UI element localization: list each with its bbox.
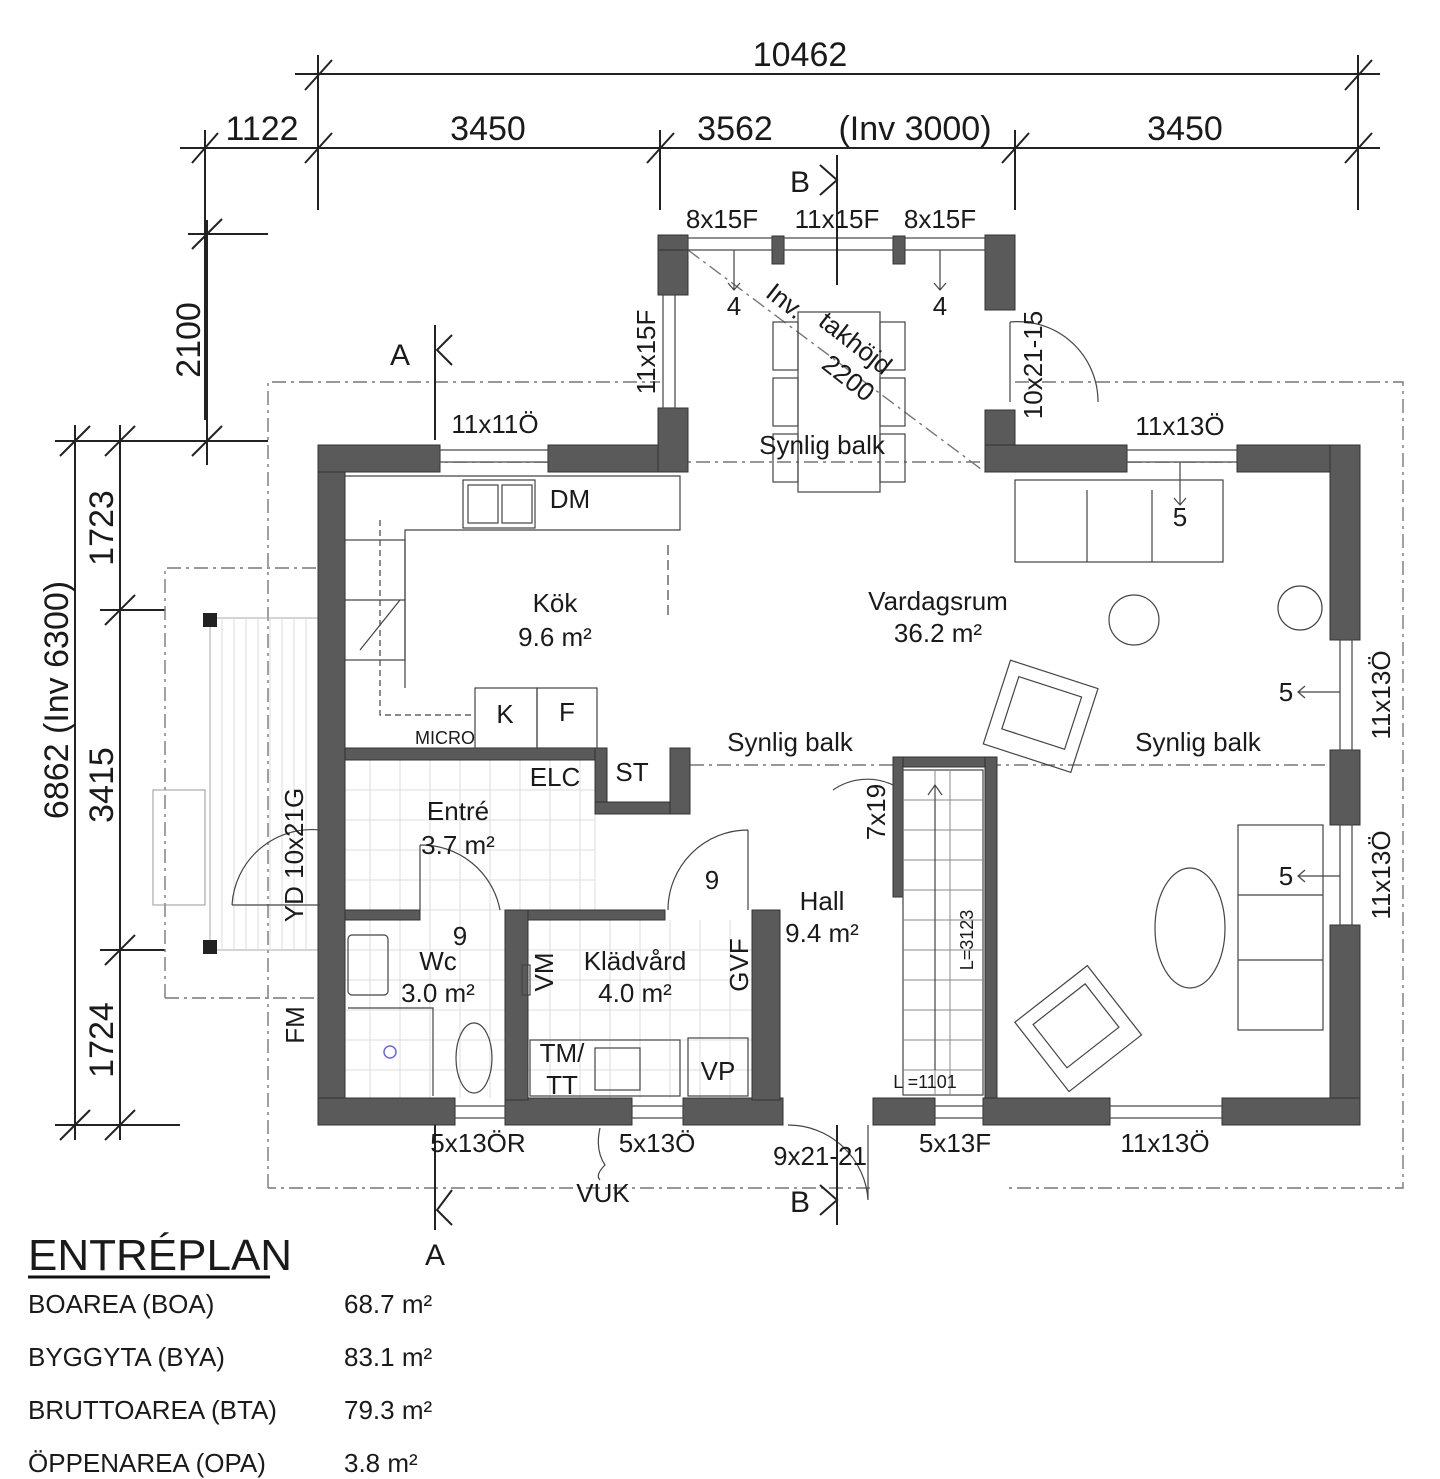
ceiling-note-1: Inv. [761, 277, 811, 325]
room-entry-name: Entré [427, 796, 489, 826]
summary-label-bya: BYGGYTA (BYA) [28, 1342, 225, 1372]
room-kitchen-area: 9.6 m² [518, 622, 592, 652]
room-wc-name: Wc [419, 946, 457, 976]
door-front: 9x21-21 [773, 1141, 867, 1171]
washer-label: VM [529, 953, 559, 992]
window-bay-left: 8x15F [686, 204, 758, 234]
gvf-label: GVF [724, 938, 754, 991]
dim-top-2: 3450 [450, 110, 526, 148]
entry-deck [152, 613, 319, 954]
summary-value-boa: 68.7 m² [344, 1289, 432, 1319]
section-markers [434, 155, 839, 1230]
section-a-bottom: A [425, 1239, 445, 1272]
beam-label-bay: Synlig balk [759, 430, 886, 460]
room-entry-area: 3.7 m² [421, 830, 495, 860]
window-bay-right: 8x15F [904, 204, 976, 234]
vuk-leader [597, 1127, 606, 1181]
window-marker-4-right: 4 [933, 291, 947, 321]
door-laundry: 9 [705, 865, 719, 895]
door-wc: 9 [453, 921, 467, 951]
window-living-top: 11x13Ö [1135, 411, 1224, 441]
beam-label-living: Synlig balk [1135, 727, 1262, 757]
summary-value-opa: 3.8 m² [344, 1448, 418, 1478]
room-living-area: 36.2 m² [894, 618, 982, 648]
summary-label-boa: BOAREA (BOA) [28, 1289, 214, 1319]
dim-left-3: 1724 [83, 1002, 121, 1078]
window-living-right-upper: 11x13Ö [1366, 650, 1396, 739]
window-marker-arrows [727, 250, 1340, 883]
summary-label-opa: ÖPPENAREA (OPA) [28, 1448, 266, 1478]
dryer-label-1: TM/ [540, 1038, 586, 1068]
room-wc-area: 3.0 m² [401, 978, 475, 1008]
window-marker-4-left: 4 [727, 291, 741, 321]
section-b-bottom: B [790, 1186, 810, 1219]
window-marker-5-upper: 5 [1279, 677, 1293, 707]
storage-label: ST [615, 757, 648, 787]
beam-label-hall: Synlig balk [727, 727, 854, 757]
window-wc: 5x13ÖR [430, 1128, 525, 1158]
dryer-label-2: TT [546, 1070, 578, 1100]
door-entry: YD 10x21G [279, 788, 309, 922]
dim-top-1: 1122 [225, 110, 298, 148]
section-a-top: A [390, 339, 410, 372]
electrical-label: ELC [530, 762, 581, 792]
stair-lower-label: L =1101 [893, 1072, 957, 1092]
window-marker-5-lower: 5 [1279, 861, 1293, 891]
tile-floor [344, 759, 752, 1098]
room-living-name: Vardagsrum [868, 586, 1008, 616]
room-hall-name: Hall [800, 886, 845, 916]
door-bay: 10x21-15 [1018, 311, 1048, 419]
summary-value-bta: 79.3 m² [344, 1395, 432, 1425]
room-laundry-name: Klädvård [584, 946, 687, 976]
window-laundry: 5x13Ö [619, 1128, 696, 1158]
window-bay-center: 11x15F [795, 204, 880, 234]
freezer-label: F [559, 697, 575, 727]
roof-outline [164, 249, 1404, 1189]
water-heater-label: VP [701, 1056, 736, 1086]
bath-fixtures [347, 934, 749, 1097]
dishwasher-label: DM [550, 484, 590, 514]
dim-top-4: 3450 [1147, 110, 1223, 148]
furniture [772, 311, 1324, 1093]
window-marker-5-top: 5 [1173, 502, 1187, 532]
window-frames [439, 237, 1353, 1119]
kitchen-fixtures [344, 475, 681, 749]
door-closet: 7x19 [861, 784, 891, 840]
section-b-top: B [790, 166, 810, 199]
window-stair: 5x13F [919, 1128, 991, 1158]
fridge-label: K [496, 699, 514, 729]
room-laundry-area: 4.0 m² [598, 978, 672, 1008]
window-living-right-lower: 11x13Ö [1366, 830, 1396, 919]
window-bay-side: 11x15F [631, 310, 661, 395]
dim-overall-depth: 6862 (Inv 6300) [38, 581, 76, 819]
walls [317, 234, 1361, 1126]
dim-overall-width: 10462 [753, 36, 848, 74]
room-hall-area: 9.4 m² [785, 918, 859, 948]
micro-label: MICRO [415, 728, 475, 748]
summary-label-bta: BRUTTOAREA (BTA) [28, 1395, 277, 1425]
room-kitchen-name: Kök [533, 588, 579, 618]
dimension-lines [55, 55, 1380, 1141]
fm-label: FM [280, 1006, 310, 1044]
vuk-label: VUK [576, 1178, 630, 1208]
staircase [902, 769, 984, 1096]
window-living-bottom: 11x13Ö [1120, 1128, 1209, 1158]
dim-top-inv: (Inv 3000) [838, 110, 991, 148]
stair-upper-label: L=3123 [957, 910, 977, 971]
dim-bay-depth: 2100 [170, 302, 208, 378]
dim-left-2: 3415 [83, 747, 121, 823]
window-kitchen: 11x11Ö [451, 409, 538, 439]
dim-left-1: 1723 [83, 490, 121, 566]
plan-title: ENTRÉPLAN [28, 1231, 292, 1280]
summary-value-bya: 83.1 m² [344, 1342, 432, 1372]
doors [231, 321, 1099, 1201]
dim-top-3: 3562 [697, 110, 773, 148]
